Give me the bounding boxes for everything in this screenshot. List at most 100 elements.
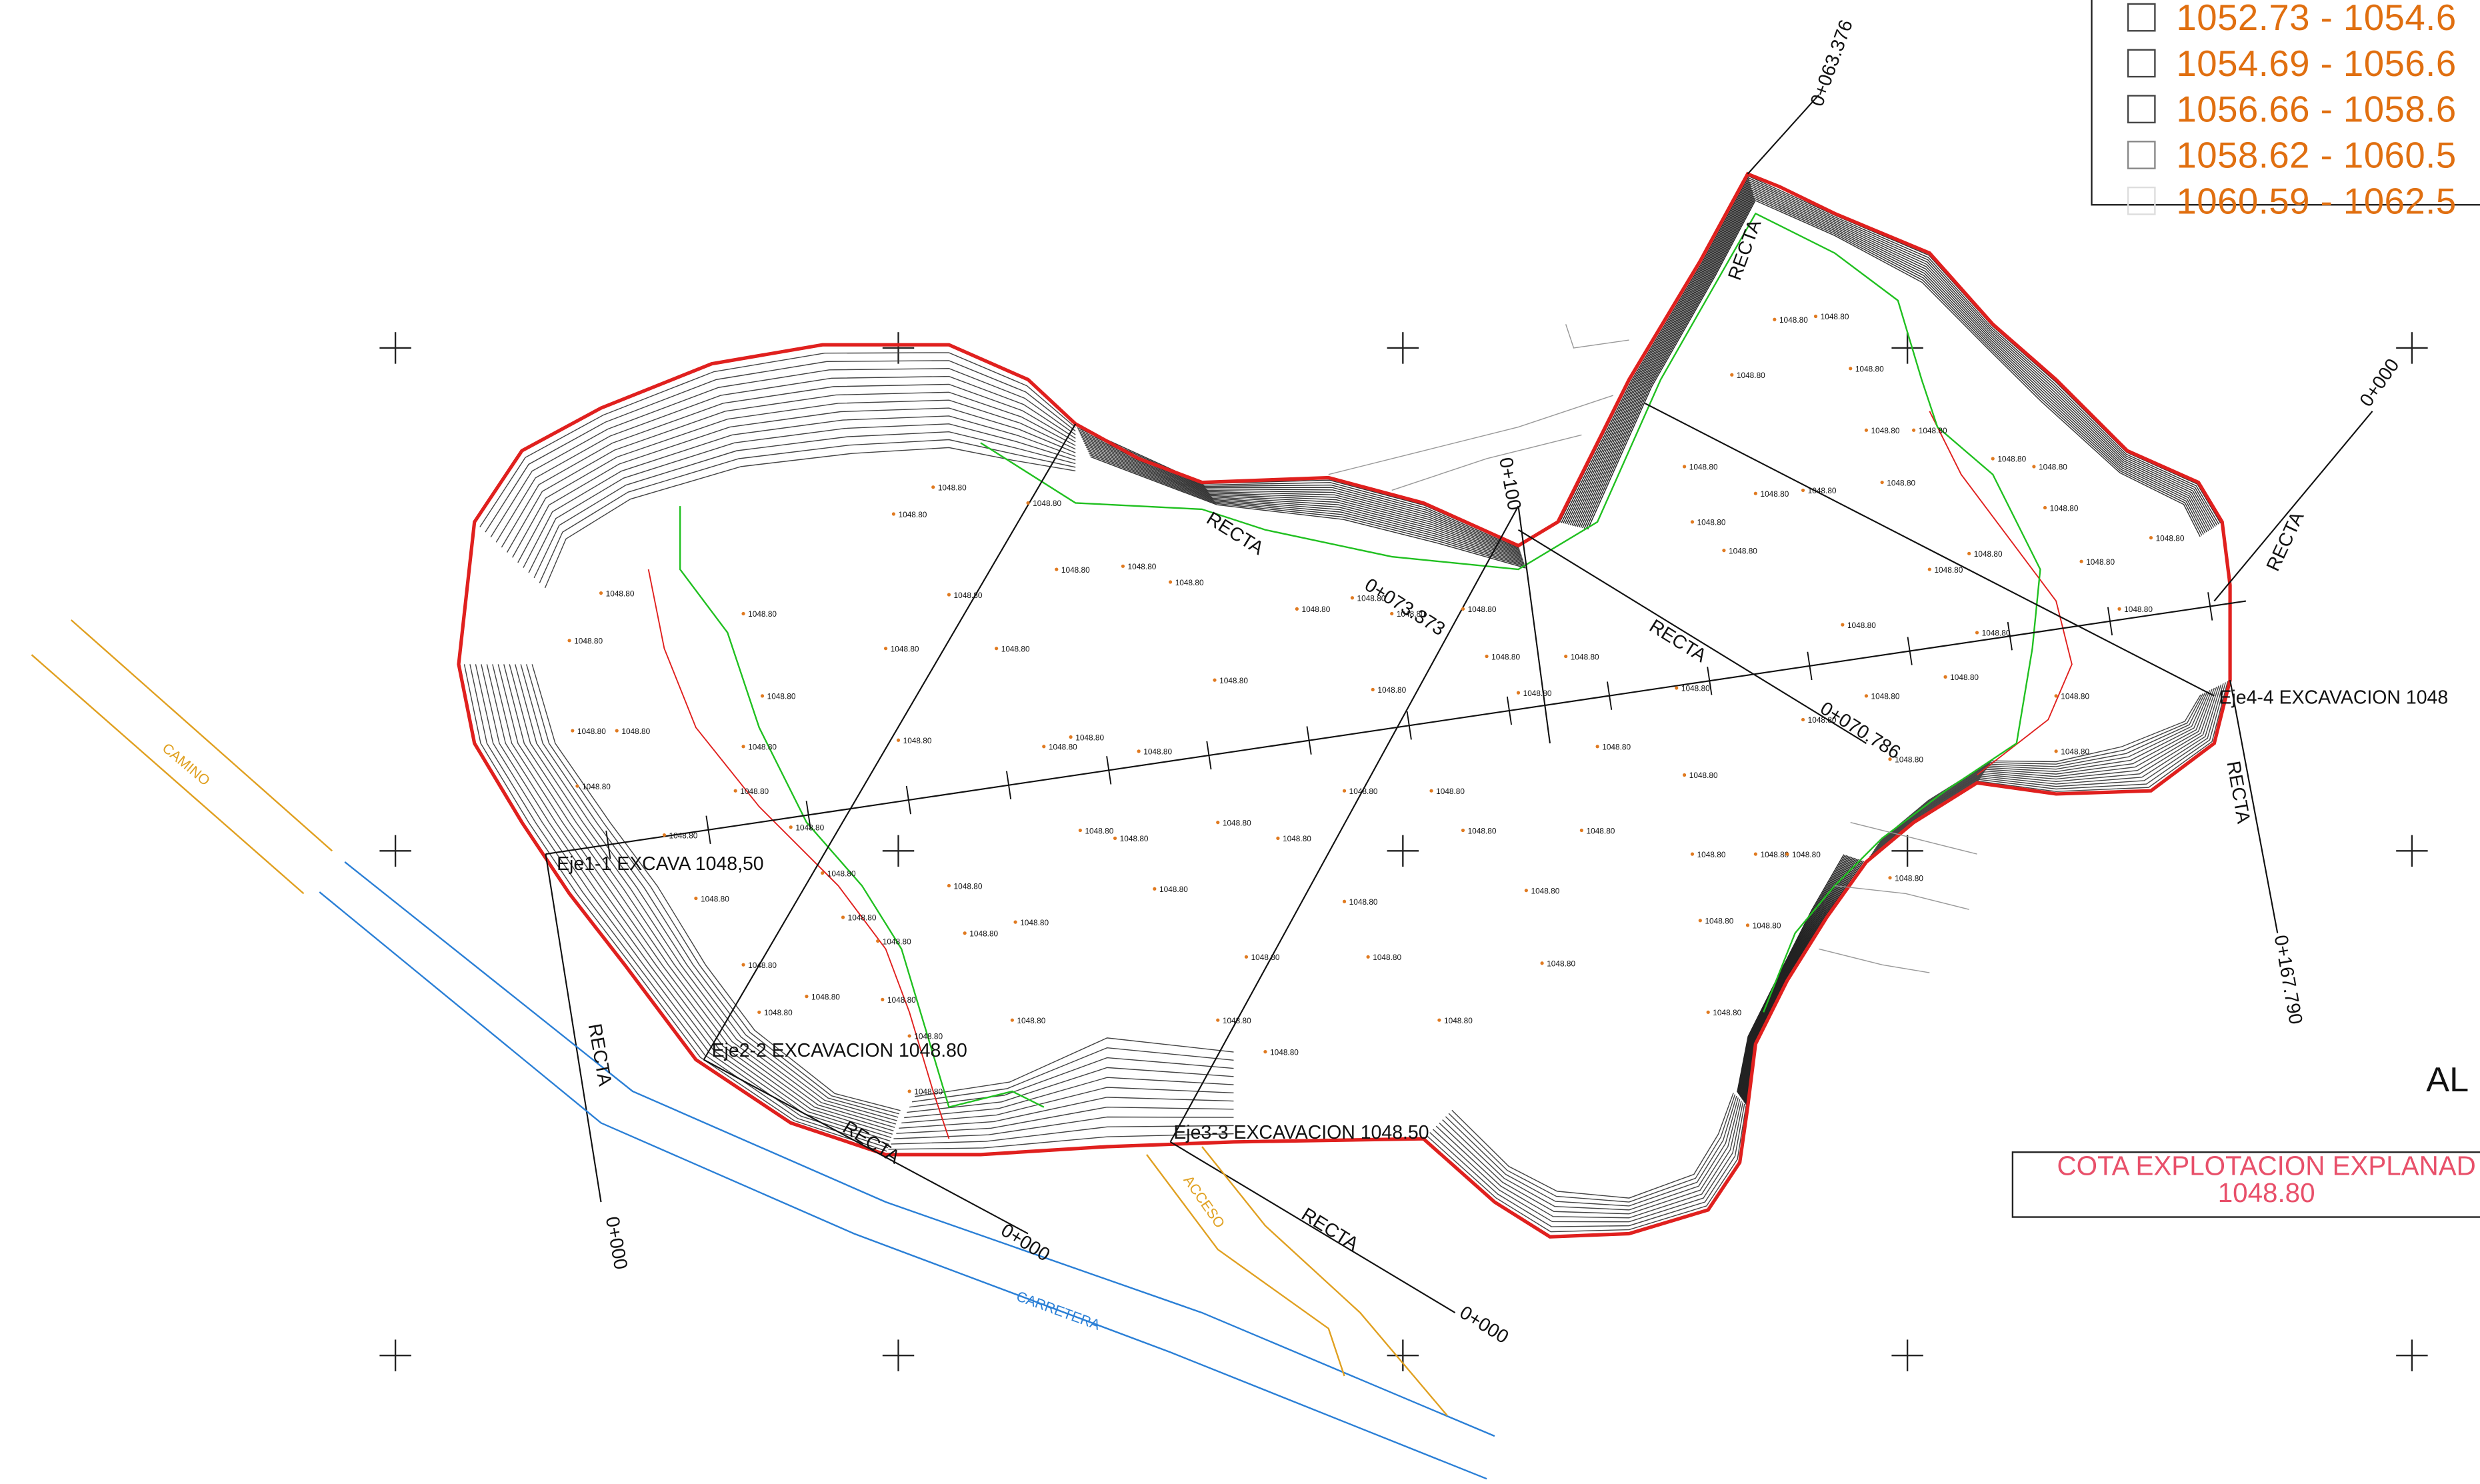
- legend-item: 1060.59 - 1062.5: [2127, 179, 2457, 223]
- elevation-value: 1048.80: [1689, 771, 1718, 780]
- contour-line: [501, 383, 1076, 548]
- elevation-point: [2054, 694, 2058, 698]
- elevation-value: 1048.80: [1085, 826, 1113, 835]
- elevation-point: [1698, 919, 1702, 923]
- contour-line: [1873, 687, 2215, 851]
- recta-label-6: RECTA: [1724, 217, 1765, 283]
- contour-line: [1087, 450, 1525, 565]
- recta-label-3: RECTA: [1297, 1204, 1362, 1255]
- elevation-point: [896, 738, 901, 742]
- legend-swatch: [2127, 3, 2156, 32]
- toe-line-west: [679, 506, 1045, 1109]
- contour-line: [1566, 181, 1751, 525]
- elevation-value: 1048.80: [1301, 605, 1330, 614]
- legend-item: 1052.73 - 1054.6: [2127, 0, 2457, 39]
- roads: [31, 619, 1495, 1480]
- contour-line: [1080, 435, 1521, 555]
- elevation-point: [947, 593, 951, 597]
- axis-tick: [1607, 681, 1613, 710]
- elevation-point: [931, 485, 935, 489]
- contour-line: [509, 664, 896, 1125]
- elevation-point: [1010, 1018, 1014, 1022]
- terrain-contours: [1328, 324, 1977, 973]
- elevation-point: [1690, 852, 1695, 856]
- elevation-point: [1213, 678, 1217, 682]
- elevation-point: [1801, 488, 1805, 493]
- contour-line: [544, 447, 1076, 589]
- elevation-value: 1048.80: [1895, 873, 1923, 883]
- contour-line: [896, 1106, 1234, 1134]
- elevation-value: 1048.80: [903, 736, 932, 745]
- contour-line: [1873, 687, 2217, 853]
- contour-line: [1577, 191, 1753, 527]
- elevation-point: [1753, 491, 1757, 495]
- road-camino-1: [70, 619, 333, 852]
- elevation-point: [2054, 749, 2058, 753]
- contour-line: [1744, 859, 1861, 1103]
- elevation-value: 1048.80: [1713, 1008, 1741, 1017]
- contour-line: [523, 415, 1076, 568]
- elevation-value: 1048.80: [2124, 605, 2153, 614]
- elevation-value: 1048.80: [1357, 594, 1386, 603]
- elevation-value: 1048.80: [1871, 692, 1900, 701]
- contour-line: [485, 360, 1076, 533]
- elevation-value: 1048.80: [701, 894, 729, 903]
- road-carretera-label: CARRETERA: [1014, 1288, 1103, 1333]
- elevation-point: [1437, 1018, 1441, 1022]
- legend-item: 1056.66 - 1058.6: [2127, 87, 2457, 131]
- contour-line: [495, 375, 1076, 543]
- elevation-value: 1048.80: [582, 782, 611, 791]
- axis-tick: [705, 815, 711, 845]
- contour-line: [1745, 861, 1865, 1106]
- elevation-point: [757, 1010, 761, 1014]
- elevation-value: 1048.80: [1270, 1047, 1299, 1057]
- contour-line: [1561, 177, 1749, 523]
- elevation-value: 1048.80: [2061, 747, 2089, 757]
- contour-line: [1587, 200, 1756, 530]
- elevation-points: 1048.80 1048.80 1048.80 1048.80 1048.80 1048.…: [567, 312, 2185, 1097]
- elevation-value: 1048.80: [1934, 565, 1963, 575]
- elevation-value: 1048.80: [574, 637, 603, 646]
- elevation-value: 1048.80: [2061, 692, 2089, 701]
- legend-swatch: [2127, 186, 2156, 215]
- elevation-point: [2117, 607, 2121, 611]
- elevation-point: [1722, 548, 1726, 553]
- axis-1-ext: [545, 853, 602, 1203]
- elevation-value: 1048.80: [1681, 684, 1710, 693]
- legend-swatch: [2127, 141, 2156, 169]
- elevation-value: 1048.80: [1997, 455, 2026, 464]
- elevation-value: 1048.80: [1120, 834, 1149, 843]
- elevation-value: 1048.80: [1531, 886, 1559, 895]
- contour-line: [1737, 855, 1847, 1095]
- contour-line: [893, 1116, 1234, 1139]
- elevation-point: [1461, 607, 1465, 611]
- contour-line: [1739, 856, 1850, 1096]
- elevation-point: [995, 647, 999, 651]
- cota-line-1: COTA EXPLOTACION EXPLANAD: [2057, 1151, 2476, 1182]
- elevation-point: [1461, 828, 1465, 833]
- elevation-value: 1048.80: [811, 992, 840, 1001]
- road-carretera-1: [344, 861, 1495, 1437]
- elevation-point: [575, 784, 579, 788]
- road-acceso-1: [1146, 1154, 1345, 1377]
- axis-3-ext: [1170, 1141, 1456, 1314]
- contour-line: [1877, 691, 2208, 846]
- elevation-value: 1048.80: [891, 644, 919, 653]
- elevation-point: [2149, 536, 2153, 540]
- contour-line: [1875, 689, 2213, 849]
- elevation-point: [694, 896, 698, 901]
- elevation-point: [1967, 551, 1971, 555]
- elevation-value: 1048.80: [1283, 834, 1311, 843]
- elevation-point: [891, 512, 896, 516]
- elevation-value: 1048.80: [1919, 426, 1947, 435]
- elevation-point: [1888, 876, 1892, 880]
- axis-tick: [1506, 696, 1513, 725]
- station-0-167: 0+167.790: [2270, 933, 2307, 1026]
- elevation-point: [789, 825, 793, 829]
- elevation-value: 1048.80: [1697, 518, 1726, 527]
- contour-line: [1752, 191, 2207, 533]
- road-camino-2: [31, 654, 305, 895]
- toe-line-north: [980, 212, 2041, 1013]
- elevation-value: 1048.80: [1808, 715, 1837, 725]
